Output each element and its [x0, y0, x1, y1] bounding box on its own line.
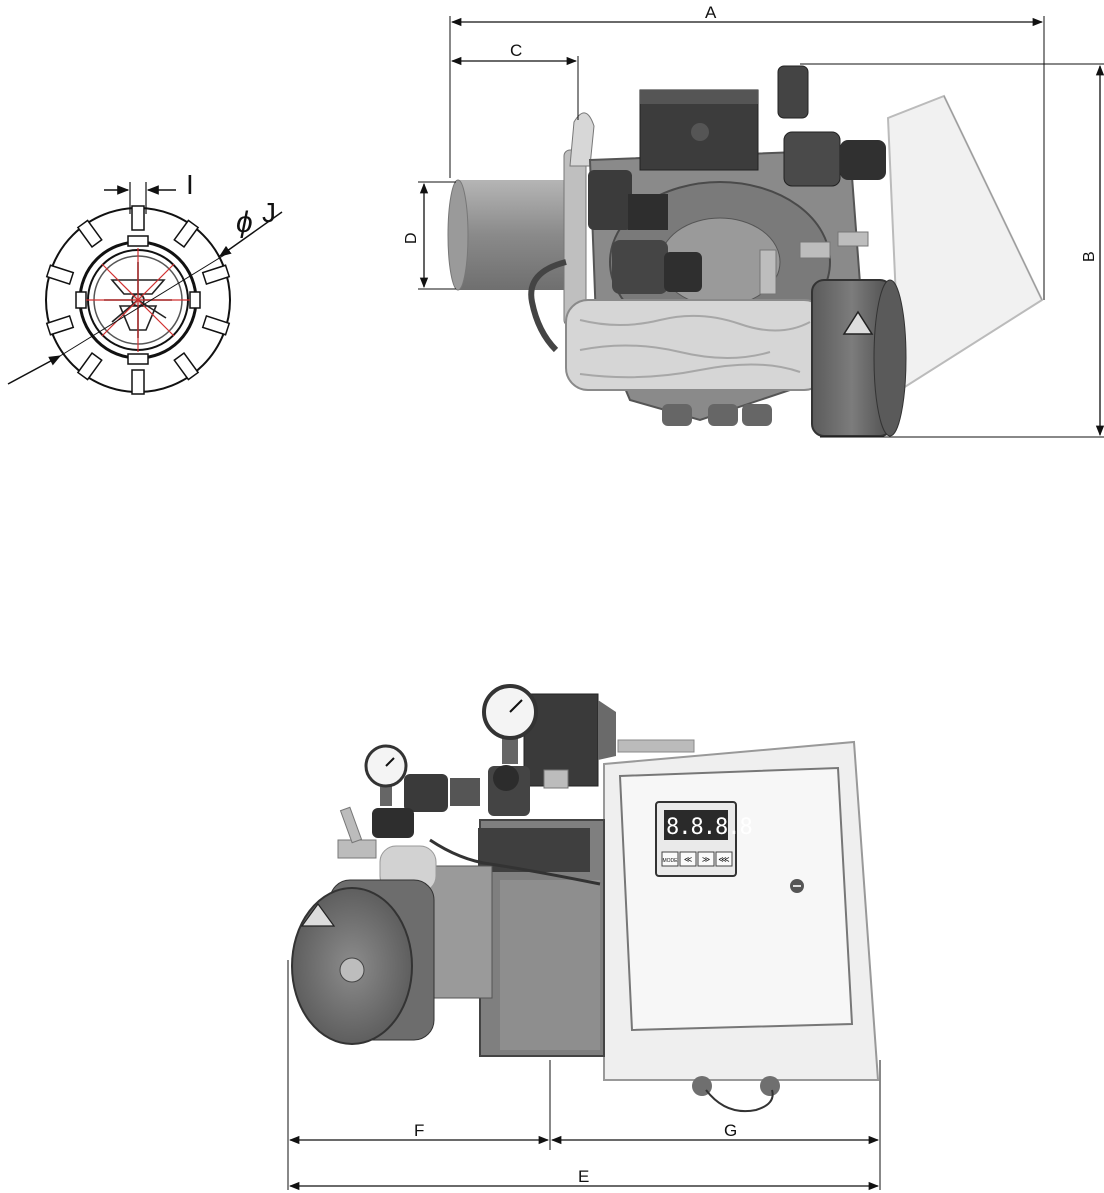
controller-button[interactable] [715, 851, 733, 867]
diameter-line [59, 253, 227, 357]
flange-slot [76, 352, 103, 381]
flange-slot [131, 369, 145, 395]
flange-slot [45, 264, 75, 286]
flange-slot [131, 205, 145, 231]
controller-buttons: MODE ≪ ≫ ⋘ [661, 851, 733, 867]
fittings-rear [337, 769, 569, 859]
fittings-side [759, 231, 869, 295]
fuel-hose [528, 259, 567, 353]
diameter-arrow-right [219, 211, 283, 257]
oil-preheater [565, 299, 827, 391]
temperature-controller: 8.8.8.8 MODE ≪ ≫ ⋘ [655, 801, 753, 877]
control-cabinet [603, 740, 880, 1081]
dimension-label-i: I [186, 169, 194, 200]
pressure-gauge-side [777, 65, 809, 119]
flange-slot [45, 314, 75, 336]
controller-button[interactable] [679, 851, 697, 867]
controller-button-label: ⋘ [718, 855, 729, 864]
controller-button[interactable] [697, 851, 715, 867]
warning-triangle-icon [842, 310, 874, 335]
ignition-transformer [639, 89, 759, 171]
dimension-label-e: E [578, 1167, 589, 1186]
flange-slot [173, 219, 200, 248]
fan-motor-side [811, 279, 907, 437]
controller-button[interactable] [661, 851, 679, 867]
bottom-cables [705, 1089, 774, 1112]
mounting-feet [662, 404, 772, 426]
fan-motor-rear [291, 879, 435, 1045]
controller-button-label: ≪ [684, 855, 692, 864]
solenoid-valve-rear [372, 774, 480, 838]
flange-slot [173, 352, 200, 381]
diameter-arrow-left [7, 355, 62, 385]
red-centerlines [86, 248, 190, 352]
flange-slot [76, 219, 103, 248]
side-control-box [886, 94, 1044, 392]
air-regulator-side [783, 131, 886, 187]
controller-display: 8.8.8.8 [666, 815, 752, 840]
rear-warning-triangle-icon [300, 902, 336, 927]
flange-slots [45, 205, 231, 395]
burner-side-view: A C D B [403, 3, 1104, 438]
dimension-label-b: B [1081, 251, 1098, 262]
dimension-label-f: F [414, 1121, 424, 1140]
flange-slot [201, 314, 231, 336]
flange-slot [201, 264, 231, 286]
rear-housing [429, 819, 605, 1057]
dimension-label-c: C [510, 41, 522, 60]
dimension-label-a: A [705, 3, 717, 22]
blast-tube [447, 179, 574, 291]
dimension-label-g: G [724, 1121, 737, 1140]
flange-lugs [75, 235, 201, 365]
dimension-label-j: J [262, 197, 276, 228]
pressure-gauge-large [482, 684, 538, 764]
solenoid-valve-side [588, 170, 668, 230]
dimension-label-d: D [403, 232, 420, 244]
rear-transformer [523, 693, 616, 787]
controller-button-label: MODE [663, 858, 679, 864]
air-regulator-rear [488, 765, 530, 816]
diameter-symbol: ϕ [236, 206, 253, 239]
flange-front-view: ϕ J I [7, 169, 283, 395]
fuel-filter-side [612, 240, 702, 294]
pressure-gauge-small [364, 744, 408, 806]
rear-cable [429, 838, 601, 886]
rear-top-rail [617, 739, 695, 753]
controller-button-label: ≫ [702, 855, 710, 864]
burner-rear-view: 8.8.8.8 MODE ≪ ≫ ⋘ [287, 684, 881, 1191]
flange-handle [569, 112, 595, 167]
